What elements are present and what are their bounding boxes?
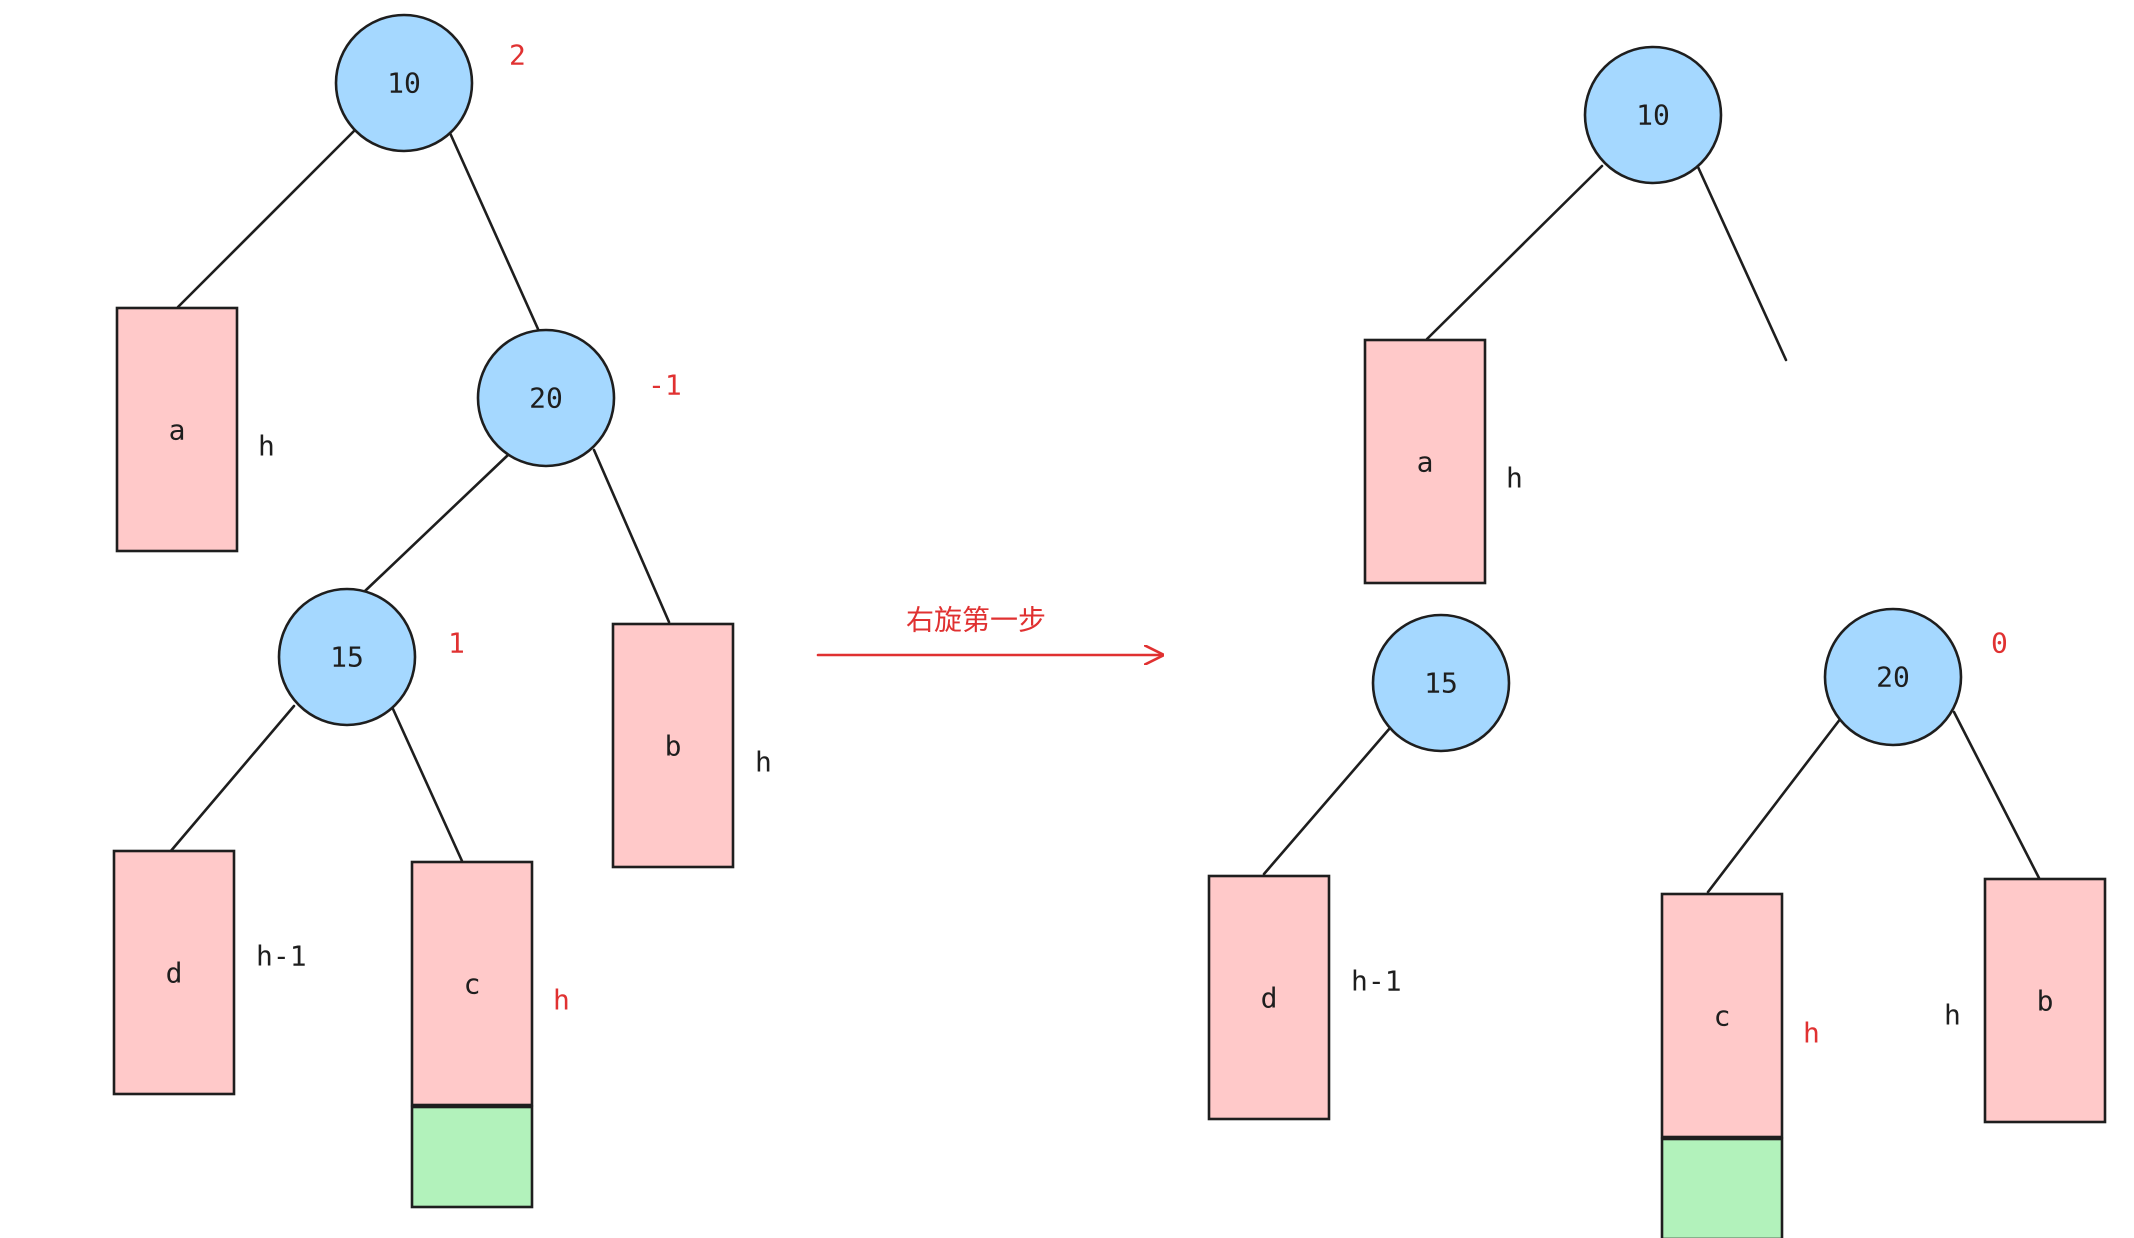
after-subtree-a-height: h bbox=[1506, 462, 1523, 495]
added-node-block bbox=[410, 1105, 534, 1209]
subtree-d-label: d bbox=[166, 957, 183, 990]
after-node-10: 10 bbox=[1583, 45, 1723, 185]
after-subtree-d-height: h-1 bbox=[1351, 965, 1402, 998]
node-20-balance: -1 bbox=[648, 369, 682, 402]
transition-arrow: 右旋第一步 bbox=[816, 604, 1162, 656]
after-node-20: 20 bbox=[1823, 607, 1963, 747]
after-subtree-a: a bbox=[1363, 338, 1487, 585]
after-tree: 10 15 20 0 a h d h- bbox=[1207, 45, 2107, 1238]
arrow-label: 右旋第一步 bbox=[906, 604, 1046, 637]
after-subtree-c-height: h bbox=[1803, 1017, 1820, 1050]
subtree-c-label: c bbox=[464, 968, 481, 1001]
after-edge-20-b bbox=[1952, 710, 2041, 880]
after-node-10-label: 10 bbox=[1636, 99, 1670, 132]
subtree-c: c bbox=[410, 860, 534, 1107]
after-subtree-b: b bbox=[1983, 877, 2107, 1124]
subtree-c-height: h bbox=[553, 984, 570, 1017]
after-subtree-c-label: c bbox=[1714, 1000, 1731, 1033]
node-15: 15 bbox=[277, 587, 417, 727]
node-10-label: 10 bbox=[387, 67, 421, 100]
node-10-balance: 2 bbox=[509, 39, 526, 72]
after-edge-15-d bbox=[1262, 726, 1392, 876]
subtree-d-height: h-1 bbox=[256, 940, 307, 973]
subtree-d: d bbox=[112, 849, 236, 1096]
node-10: 10 bbox=[334, 13, 474, 153]
after-subtree-d-label: d bbox=[1261, 982, 1278, 1015]
node-15-balance: 1 bbox=[448, 627, 465, 660]
node-20-label: 20 bbox=[529, 382, 563, 415]
edge-15-c bbox=[391, 707, 464, 863]
after-node-20-balance: 0 bbox=[1991, 627, 2008, 660]
subtree-b-height: h bbox=[755, 746, 772, 779]
after-edge-10-detached bbox=[1696, 165, 1788, 362]
edge-15-d bbox=[168, 704, 296, 854]
edge-20-15 bbox=[363, 453, 510, 593]
after-subtree-d: d bbox=[1207, 874, 1331, 1121]
after-node-20-label: 20 bbox=[1876, 661, 1910, 694]
edge-20-b bbox=[592, 448, 671, 624]
subtree-a: a bbox=[115, 306, 239, 553]
after-edge-10-a bbox=[1425, 164, 1604, 341]
edge-10-20 bbox=[448, 131, 540, 331]
after-node-15: 15 bbox=[1371, 613, 1511, 753]
after-edge-20-c bbox=[1706, 716, 1843, 894]
subtree-b: b bbox=[611, 622, 735, 869]
edge-10-a bbox=[176, 128, 357, 309]
before-tree: 10 2 20 -1 15 1 a h bbox=[112, 13, 772, 1209]
after-added-node-block bbox=[1660, 1137, 1784, 1238]
subtree-a-height: h bbox=[258, 430, 275, 463]
node-20: 20 bbox=[476, 328, 616, 468]
after-node-15-label: 15 bbox=[1424, 667, 1458, 700]
after-subtree-c: c bbox=[1660, 892, 1784, 1139]
node-15-label: 15 bbox=[330, 641, 364, 674]
after-subtree-b-label: b bbox=[2037, 985, 2054, 1018]
after-subtree-a-label: a bbox=[1417, 446, 1434, 479]
subtree-b-label: b bbox=[665, 730, 682, 763]
after-subtree-b-height: h bbox=[1944, 999, 1961, 1032]
subtree-a-label: a bbox=[169, 414, 186, 447]
